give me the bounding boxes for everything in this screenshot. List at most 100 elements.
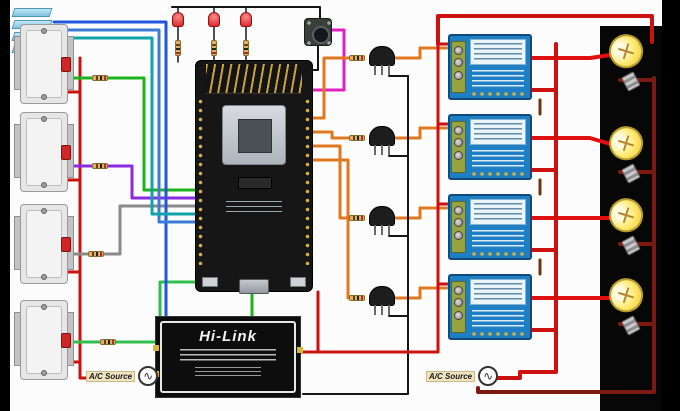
screw-icon <box>41 116 47 122</box>
wire-collector2 <box>393 126 450 140</box>
relay-sublabel <box>472 310 524 330</box>
relay-label <box>470 39 526 65</box>
esp32-boot-button <box>202 277 218 287</box>
wire-gpio2 <box>309 130 351 140</box>
relay-pins <box>470 91 526 97</box>
ac-source-symbol: ∿ <box>138 366 159 386</box>
relay-module-4 <box>448 274 532 340</box>
wire-gpio4 <box>309 158 350 300</box>
wire-led-top <box>171 6 321 21</box>
ac-source-label: A/C Source <box>86 370 136 382</box>
esp32-ic-chip <box>238 177 272 189</box>
switch-rocker <box>61 333 71 348</box>
transistor-1 <box>369 46 395 75</box>
screw-icon <box>454 70 463 80</box>
esp32-pin-header-left <box>197 97 204 265</box>
hilink-face: Hi-Link <box>160 321 296 393</box>
relay-sublabel <box>472 150 524 170</box>
wall-switch-2 <box>20 112 71 192</box>
led-2 <box>208 12 220 27</box>
screw-icon <box>41 94 47 100</box>
ac-source-label: A/C Source <box>426 370 476 382</box>
screw-icon <box>41 304 47 310</box>
switch-rocker <box>61 145 71 160</box>
switch-rocker <box>61 57 71 72</box>
relay-sublabel <box>472 230 524 250</box>
resistor <box>349 135 365 141</box>
screw-icon <box>41 370 47 376</box>
ac-source-left: A/C Source ∿ <box>86 366 159 386</box>
relay-label <box>470 119 526 145</box>
switch-plate <box>26 210 62 278</box>
push-button <box>304 18 332 46</box>
screw-icon <box>454 230 463 240</box>
screw-icon <box>454 205 463 215</box>
resistor <box>211 40 217 56</box>
screw-icon <box>454 58 463 67</box>
hilink-power-module: Hi-Link <box>153 316 303 398</box>
wire-connector-blue2 <box>52 28 199 224</box>
screw-icon <box>454 218 463 227</box>
esp32-antenna <box>206 64 302 94</box>
resistor <box>88 251 104 257</box>
wire-gpio1 <box>309 56 351 120</box>
hilink-spec-text <box>180 349 276 363</box>
relay-screw-terminals <box>451 201 466 253</box>
screw-icon <box>454 298 463 307</box>
esp32-board <box>195 60 313 294</box>
pin-icon <box>153 345 159 351</box>
wire-neutral-bus <box>476 76 656 394</box>
relay-label <box>470 279 526 305</box>
esp32-pin-header-right <box>304 97 311 265</box>
screw-icon <box>41 28 47 34</box>
resistor <box>100 339 116 345</box>
wire-collector1 <box>393 46 450 60</box>
relay-pins <box>470 251 526 257</box>
relay-screw-terminals <box>451 121 466 173</box>
wall-switch-4 <box>20 300 71 380</box>
wire-vcc-bus <box>316 42 450 354</box>
wire-button-drop <box>312 45 319 71</box>
ac-source-symbol: ∿ <box>478 366 499 386</box>
resistor <box>92 163 108 169</box>
wire-collector4 <box>393 286 450 300</box>
transistor-2 <box>369 126 395 155</box>
esp32-usb-port <box>239 279 269 294</box>
relay-module-3 <box>448 194 532 260</box>
screw-icon <box>41 208 47 214</box>
wire-gpio3 <box>309 144 351 220</box>
ac-source-right: A/C Source ∿ <box>426 366 499 386</box>
relay-module-2 <box>448 114 532 180</box>
pin-icon <box>297 347 303 353</box>
connector-fin <box>11 8 53 17</box>
switch-plate <box>26 306 62 374</box>
resistor <box>92 75 108 81</box>
switch-plate <box>26 30 62 98</box>
wire-ground-bus <box>302 75 409 395</box>
wire-relay1-to-bulb1 <box>530 52 619 60</box>
wire-ac-hot-bus <box>487 42 558 380</box>
hilink-brand: Hi-Link <box>199 328 257 345</box>
led-1 <box>172 12 184 27</box>
esp32-wifi-shield <box>222 105 286 165</box>
relay-pins <box>470 331 526 337</box>
resistor <box>349 295 365 301</box>
wall-switch-3 <box>20 204 71 284</box>
relay-label <box>470 199 526 225</box>
wire-connector-teal <box>52 36 199 216</box>
screw-icon <box>41 182 47 188</box>
relay-screw-terminals <box>451 41 466 93</box>
wire-red-top <box>436 14 654 46</box>
screw-icon <box>454 45 463 55</box>
screw-icon <box>454 125 463 135</box>
relay-sublabel <box>472 70 524 90</box>
hilink-spec-text <box>195 367 261 376</box>
relay-pins <box>470 171 526 177</box>
resistor <box>175 40 181 56</box>
wire-magenta <box>309 28 346 92</box>
screw-icon <box>454 150 463 160</box>
screw-icon <box>41 274 47 280</box>
relay-screw-terminals <box>451 281 466 333</box>
